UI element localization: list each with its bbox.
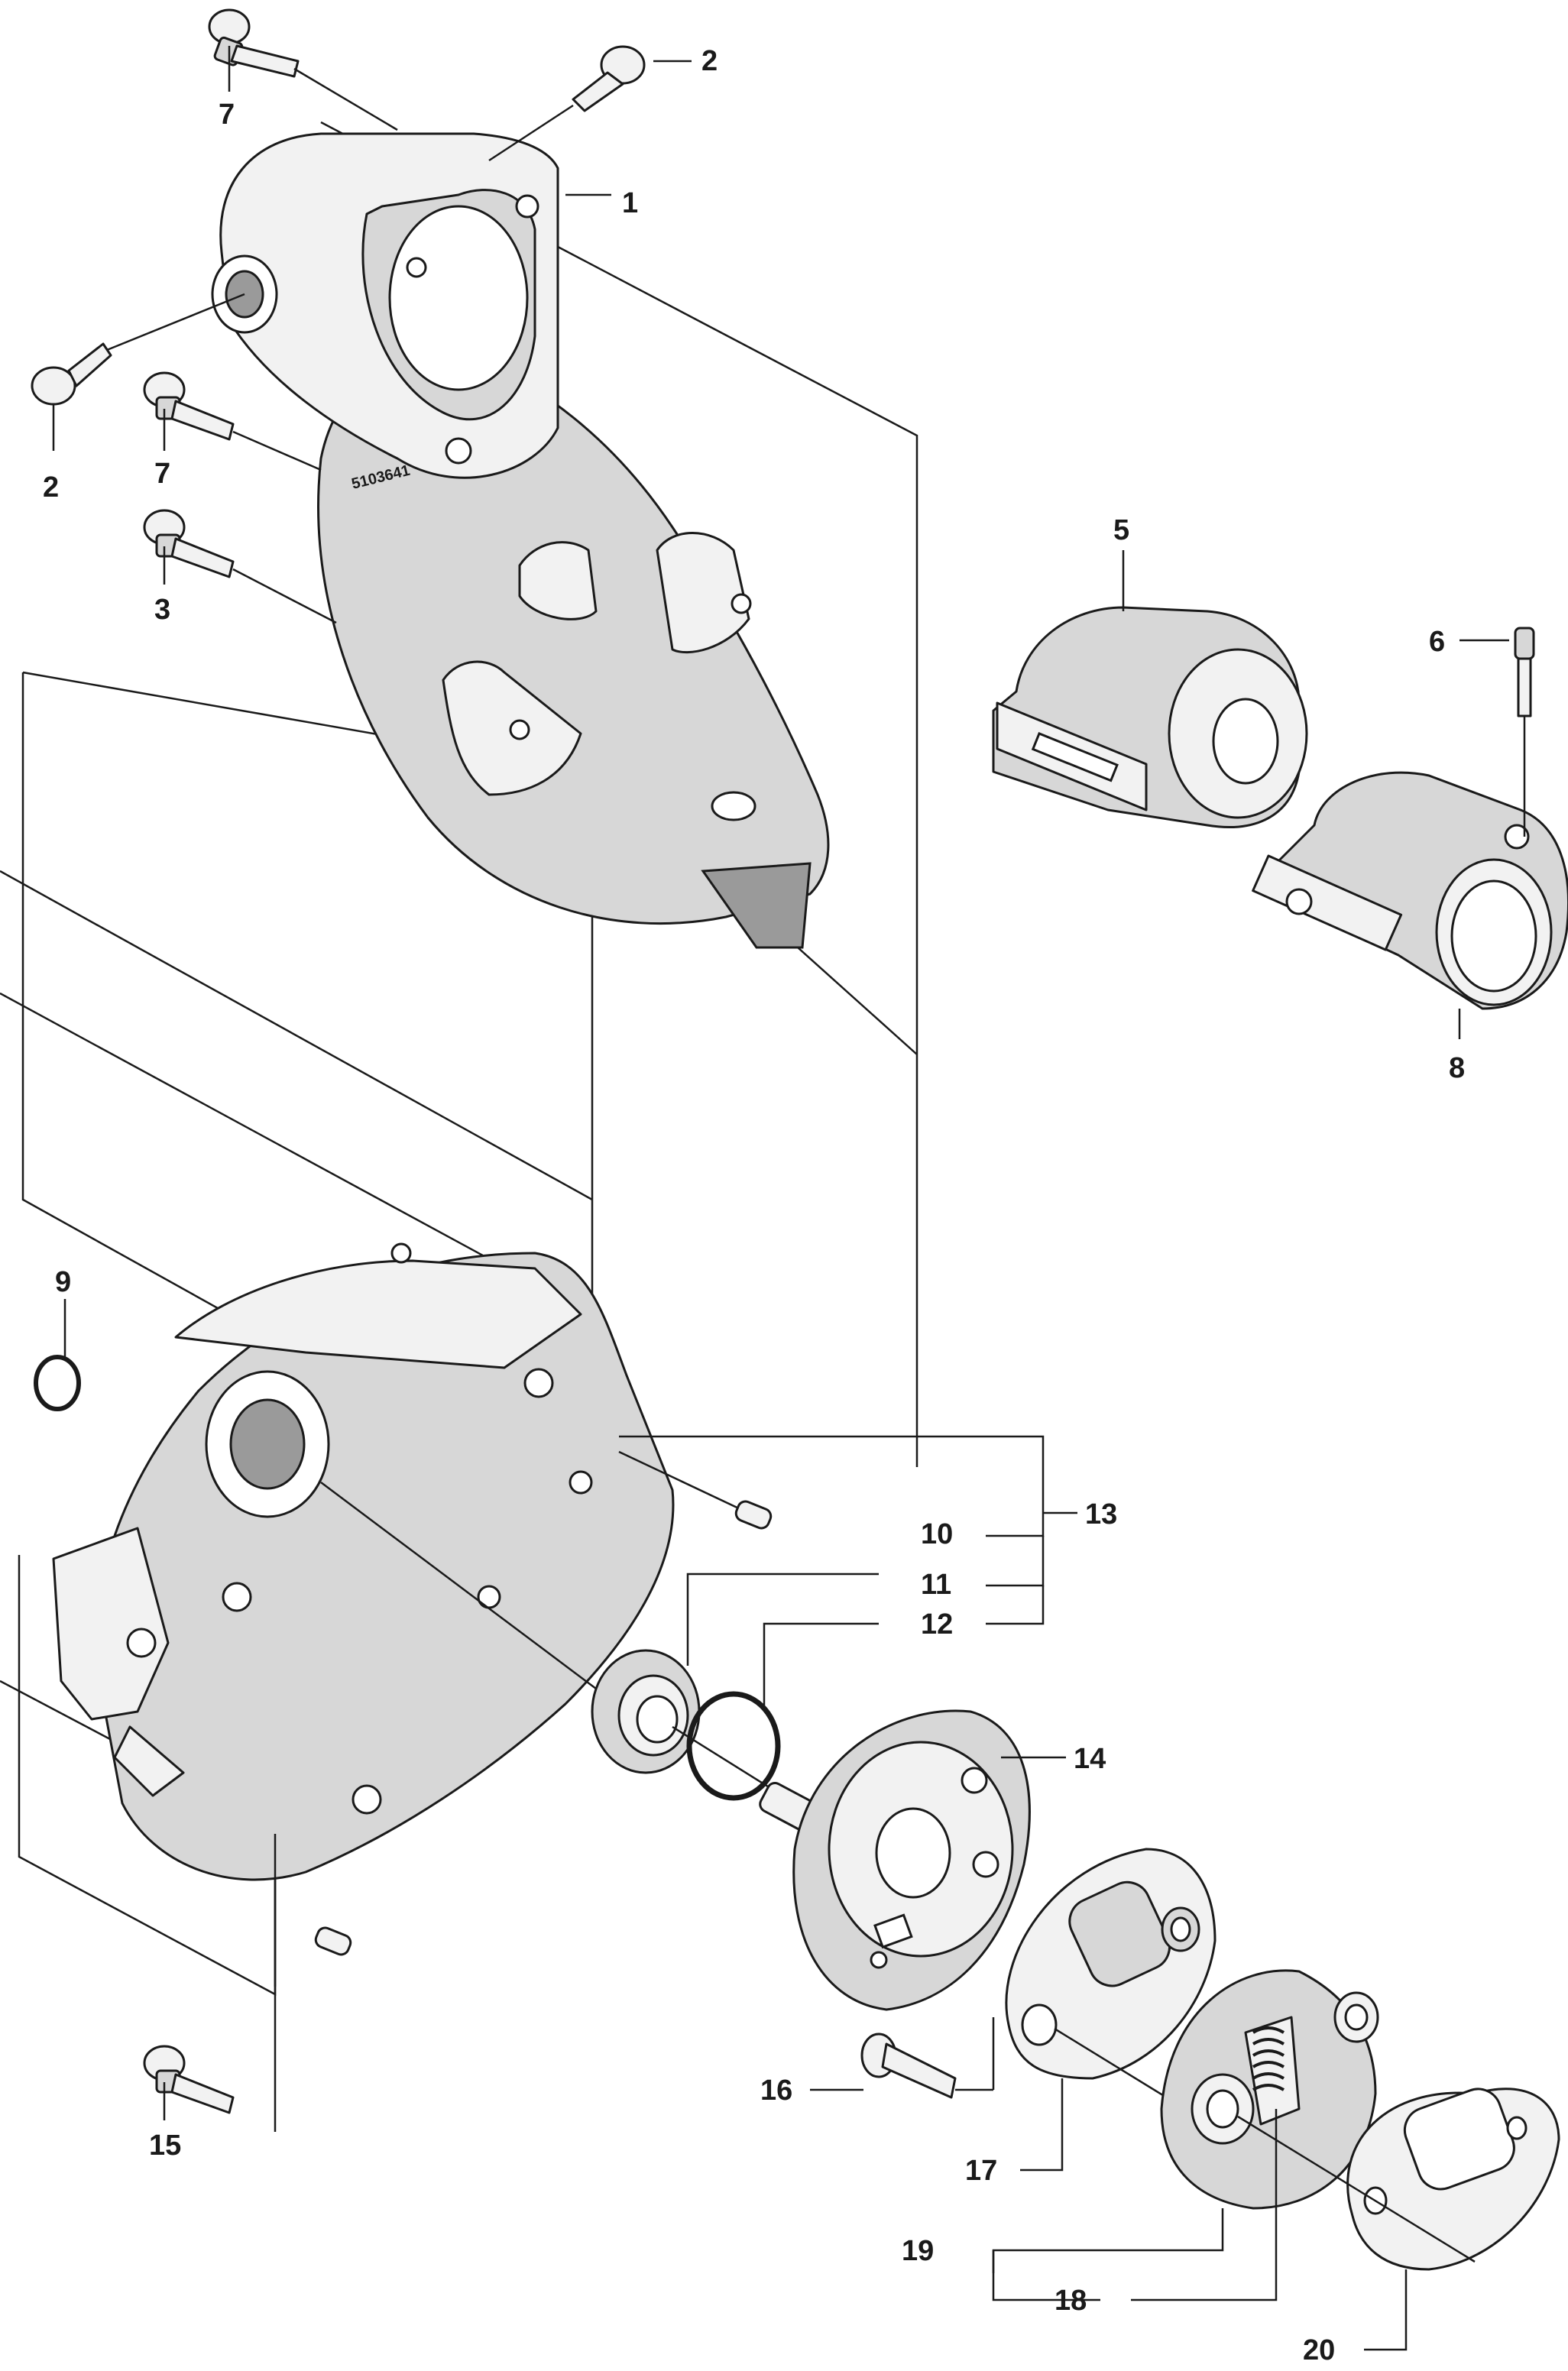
callout-7: 7 xyxy=(219,99,235,131)
clutch-bolt-part-16 xyxy=(860,2017,995,2099)
callout-8: 8 xyxy=(1449,1052,1465,1084)
washer-plate-part-17 xyxy=(1005,1848,1223,2133)
cover-plate-part-20 xyxy=(1237,2088,1560,2271)
callout-17: 17 xyxy=(965,2155,997,2187)
clutch-shoes-part-19 xyxy=(1160,1969,1379,2210)
callout-10: 10 xyxy=(921,1518,953,1550)
callout-14: 14 xyxy=(1074,1743,1106,1775)
callout-19: 19 xyxy=(902,2235,934,2267)
pin-lower xyxy=(274,1834,352,1987)
callout-7: 7 xyxy=(154,458,170,490)
callout-1: 1 xyxy=(622,187,638,219)
callout-3: 3 xyxy=(154,594,170,626)
callout-16: 16 xyxy=(760,2075,792,2107)
screw-part-2-left xyxy=(31,293,245,406)
callout-labels: 7 2 1 2 7 3 5 6 8 9 10 11 12 13 14 15 16… xyxy=(43,45,1465,2366)
screw-part-7-left xyxy=(143,371,322,471)
clutch-drum-part-14 xyxy=(672,1709,1031,2011)
screw-part-3 xyxy=(143,509,337,624)
screw-part-2-top xyxy=(488,45,646,162)
callout-12: 12 xyxy=(921,1608,953,1641)
crankcase-housing xyxy=(52,1242,675,1881)
callout-5: 5 xyxy=(1113,514,1129,546)
callout-6: 6 xyxy=(1429,626,1445,658)
callout-2: 2 xyxy=(701,45,718,77)
circlip-part-12 xyxy=(686,1691,781,1801)
callout-11: 11 xyxy=(921,1569,951,1601)
handle-clamp-part-5 xyxy=(992,606,1308,828)
retaining-ring-part-9 xyxy=(34,1355,81,1411)
callout-15: 15 xyxy=(149,2130,181,2162)
screw-part-7-top xyxy=(208,8,398,131)
leader-lines xyxy=(52,46,1509,2351)
handle-clamp-part-8 xyxy=(1252,771,1568,1010)
callout-2: 2 xyxy=(43,471,59,504)
callout-20: 20 xyxy=(1303,2334,1335,2366)
clutch-spring-part-18 xyxy=(1252,2026,1285,2091)
gear-housing-part-1: 5103641 xyxy=(211,132,830,949)
screw-part-15 xyxy=(143,2045,235,2114)
pin-part-10 xyxy=(618,1450,773,1530)
callout-13: 13 xyxy=(1085,1498,1117,1530)
clamp-screw-part-6 xyxy=(1514,627,1535,837)
callout-9: 9 xyxy=(55,1266,71,1298)
bearing-part-11 xyxy=(591,1649,701,1774)
callout-18: 18 xyxy=(1055,2285,1087,2317)
